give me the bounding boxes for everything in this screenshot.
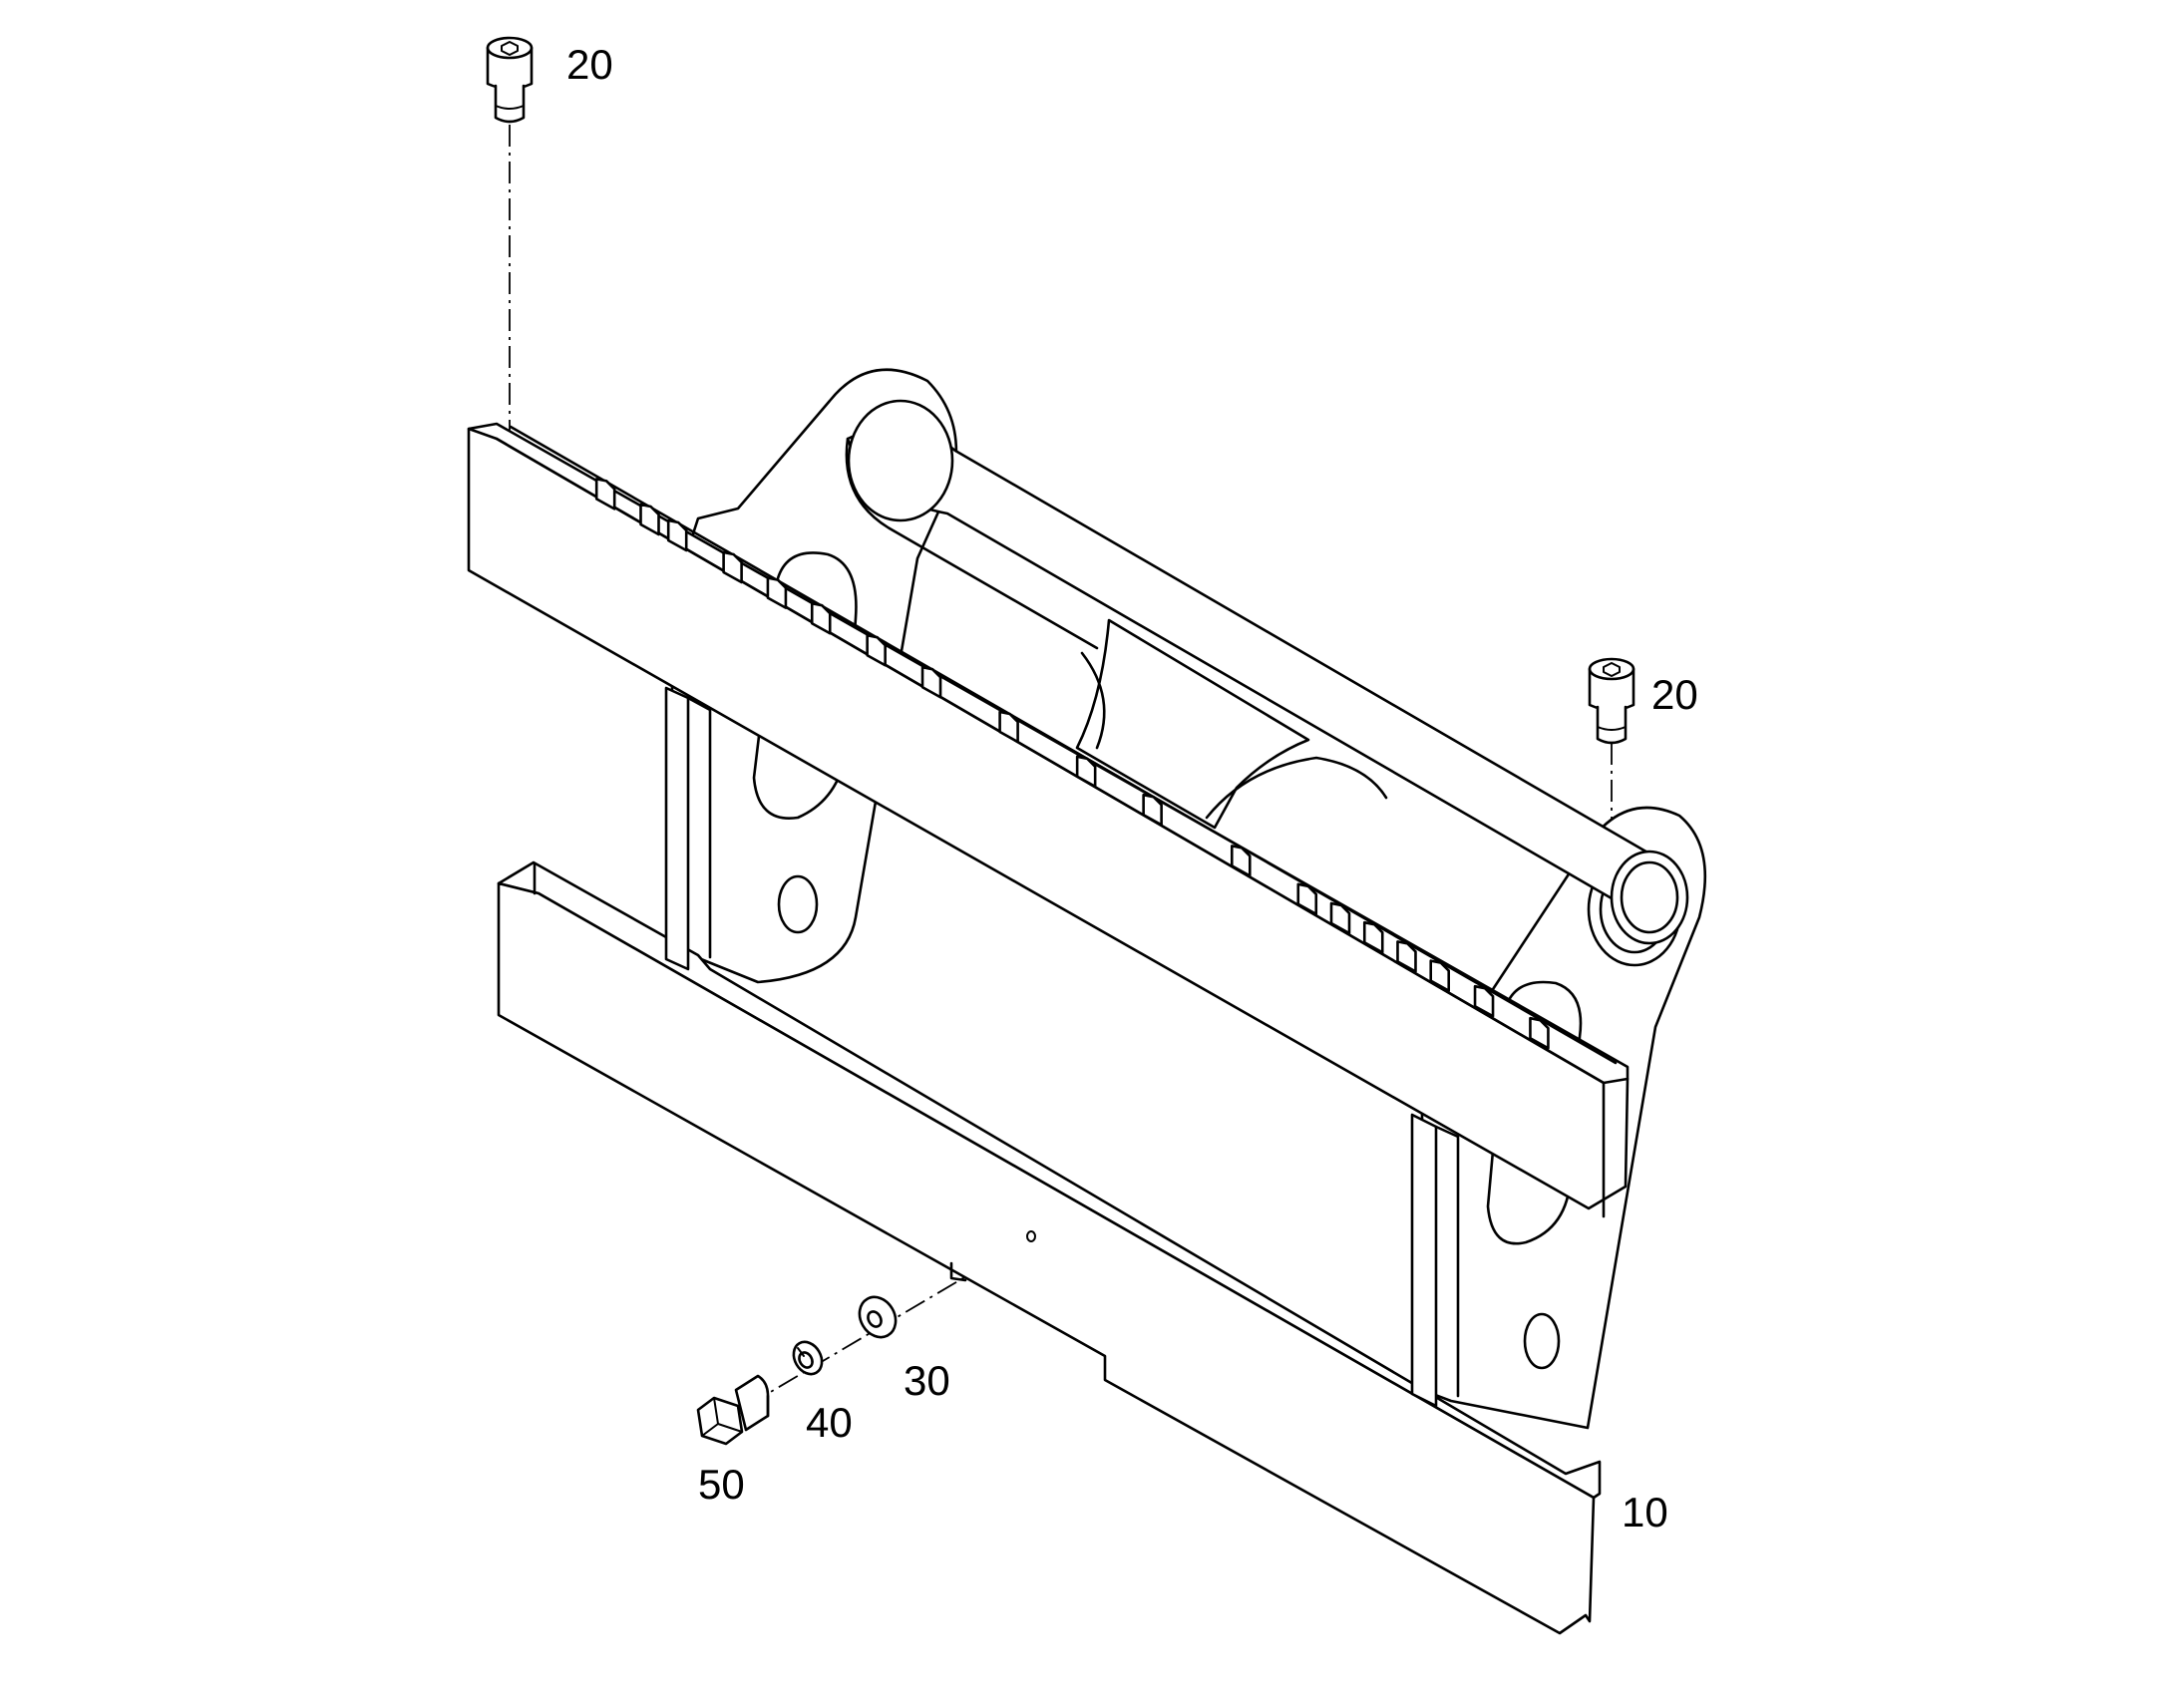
callout-20-right: 20 bbox=[1651, 671, 1698, 718]
vertical-posts bbox=[664, 686, 1460, 1408]
carriage-tooth bbox=[1329, 901, 1351, 935]
flat-washer bbox=[858, 1295, 898, 1339]
carriage-tooth bbox=[1075, 755, 1097, 789]
carriage-tooth bbox=[866, 633, 887, 667]
carriage-tooth bbox=[810, 601, 832, 635]
lower-carriage-bar bbox=[497, 860, 1602, 1635]
carriage-tooth bbox=[666, 518, 688, 552]
carriage-tooth bbox=[1230, 845, 1252, 877]
carriage-tooth bbox=[998, 710, 1019, 744]
carriage-tooth bbox=[594, 478, 616, 511]
carriage-tooth bbox=[1396, 940, 1417, 973]
hex-bolt bbox=[696, 1374, 770, 1446]
carriage-tooth bbox=[920, 665, 942, 699]
callout-50: 50 bbox=[698, 1461, 745, 1508]
carriage-tooth bbox=[766, 576, 788, 609]
cap-screw-top bbox=[486, 36, 534, 124]
cap-screw-right bbox=[1588, 657, 1635, 745]
callout-20-top: 20 bbox=[566, 41, 613, 88]
callout-30: 30 bbox=[904, 1357, 950, 1404]
carriage-tooth bbox=[1296, 882, 1318, 916]
carriage-tooth bbox=[639, 503, 660, 536]
carriage-tooth bbox=[1529, 1016, 1550, 1050]
callout-40: 40 bbox=[806, 1399, 853, 1446]
carriage-teeth bbox=[594, 478, 1550, 1050]
carriage-tooth bbox=[1142, 793, 1163, 827]
carriage-tooth bbox=[722, 550, 743, 584]
pivot-tube bbox=[845, 399, 1689, 945]
carriage-tooth bbox=[1362, 920, 1384, 954]
callout-10: 10 bbox=[1622, 1489, 1668, 1536]
lock-washer bbox=[792, 1340, 824, 1376]
carriage-tooth bbox=[1429, 959, 1451, 992]
carriage-tooth bbox=[1473, 984, 1495, 1018]
